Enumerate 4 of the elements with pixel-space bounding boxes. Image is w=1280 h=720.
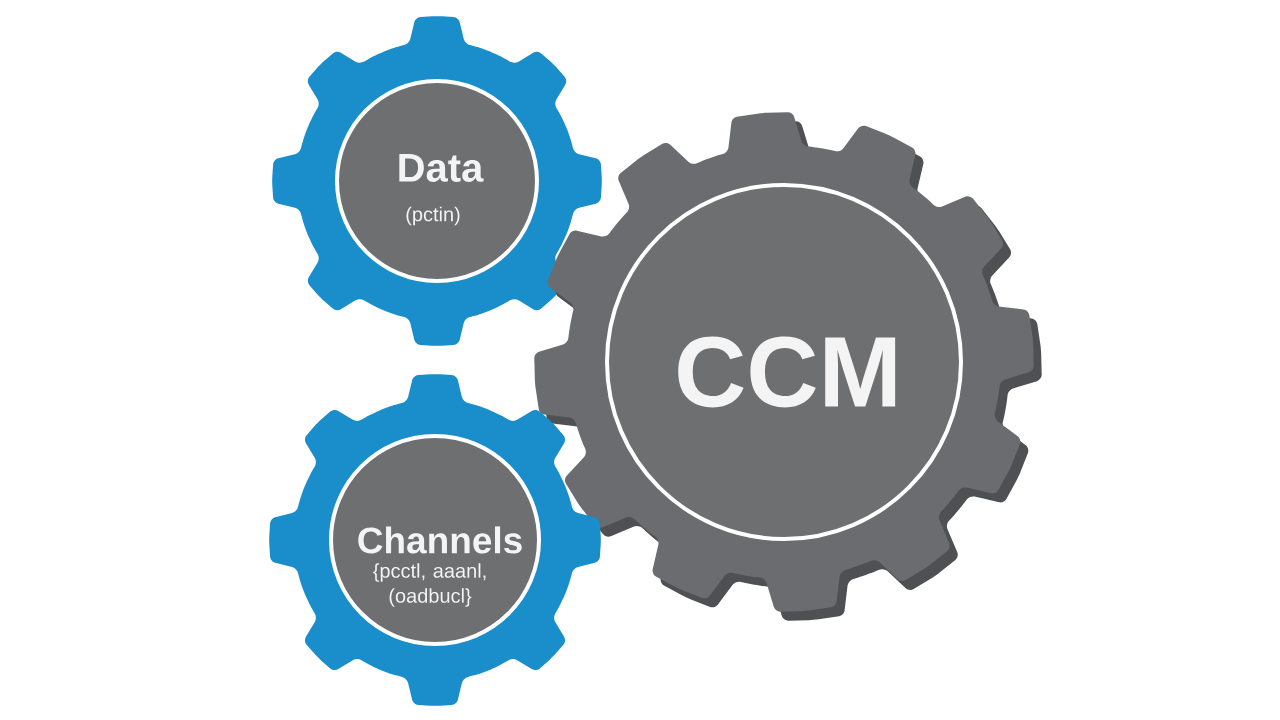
gear-label: Data — [399, 154, 484, 182]
gear-subtext: {pcctl, aaanl, (oadbucl} — [373, 563, 486, 607]
gear-label: Channels — [358, 526, 522, 554]
gear-subtext: (pctin) — [406, 206, 460, 226]
